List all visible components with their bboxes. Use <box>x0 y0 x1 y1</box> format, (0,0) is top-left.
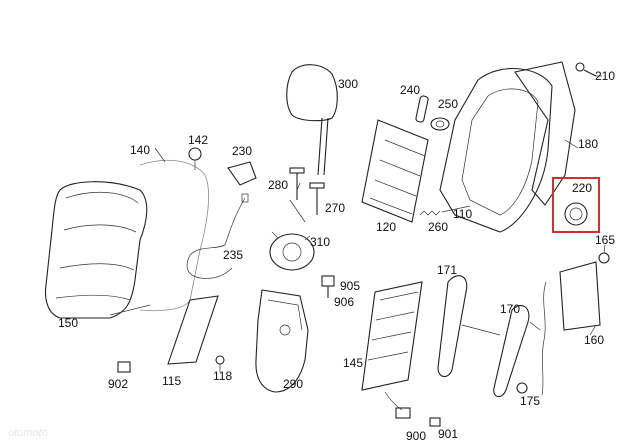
label-171: 171 <box>437 263 457 277</box>
label-140: 140 <box>130 143 150 157</box>
part-250-bushing <box>430 117 450 131</box>
part-170-side-panel <box>493 305 530 398</box>
label-175: 175 <box>520 394 540 408</box>
label-290: 290 <box>283 377 303 391</box>
label-235: 235 <box>223 248 243 262</box>
label-120: 120 <box>376 220 396 234</box>
part-310-lumbar-assembly <box>269 231 315 271</box>
label-901: 901 <box>438 427 458 441</box>
part-210-screw <box>575 62 597 77</box>
label-902: 902 <box>108 377 128 391</box>
part-905-connector <box>321 275 335 287</box>
label-110: 110 <box>453 207 472 221</box>
part-240-pin <box>415 95 429 123</box>
label-220: 220 <box>572 181 592 195</box>
label-300: 300 <box>338 77 358 91</box>
label-210: 210 <box>595 69 615 83</box>
part-110-seat-frame <box>439 68 553 233</box>
part-171-side-bolster <box>437 275 501 378</box>
label-142: 142 <box>188 133 208 147</box>
label-905: 905 <box>340 279 360 293</box>
part-160-control-module <box>541 261 601 396</box>
label-160: 160 <box>584 333 604 347</box>
part-220-knob <box>552 177 600 233</box>
label-900: 900 <box>406 429 426 443</box>
part-901-connector <box>429 417 441 427</box>
leader-lines <box>109 75 606 336</box>
part-230-bracket <box>227 161 257 186</box>
part-235-wire-harness <box>186 193 249 279</box>
label-906: 906 <box>334 295 354 309</box>
label-145: 145 <box>343 356 363 370</box>
label-260: 260 <box>428 220 448 234</box>
label-115: 115 <box>162 374 181 388</box>
label-118: 118 <box>213 369 232 383</box>
label-250: 250 <box>438 97 458 111</box>
part-180-cover <box>514 61 576 206</box>
part-175-fastener <box>516 382 528 394</box>
part-150-backrest-cushion <box>44 159 209 319</box>
label-270: 270 <box>325 201 345 215</box>
label-165: 165 <box>595 233 615 247</box>
label-240: 240 <box>400 83 420 97</box>
part-900-connector <box>395 407 411 419</box>
part-118-screw <box>215 355 225 372</box>
part-142-clip <box>188 147 202 170</box>
part-165-clip <box>598 252 610 264</box>
label-180: 180 <box>578 137 598 151</box>
label-170: 170 <box>500 302 520 316</box>
part-270-guide-sleeve <box>309 182 325 215</box>
watermark-text: otomoto <box>8 427 48 439</box>
part-120-spring-mat <box>361 119 429 223</box>
part-115-back-panel <box>167 295 219 365</box>
part-145-heating-mat <box>361 281 423 411</box>
label-150: 150 <box>58 316 78 330</box>
label-230: 230 <box>232 144 252 158</box>
part-902-connector <box>117 361 131 373</box>
part-290-backrest-shell <box>255 289 309 393</box>
label-310: 310 <box>310 235 330 249</box>
part-280-guide-sleeve <box>289 167 305 200</box>
part-260-spring <box>419 210 441 216</box>
part-300-headrest <box>286 64 338 176</box>
label-280: 280 <box>268 178 288 192</box>
part-labels: 140 142 230 300 240 250 210 180 220 280 … <box>58 69 615 443</box>
